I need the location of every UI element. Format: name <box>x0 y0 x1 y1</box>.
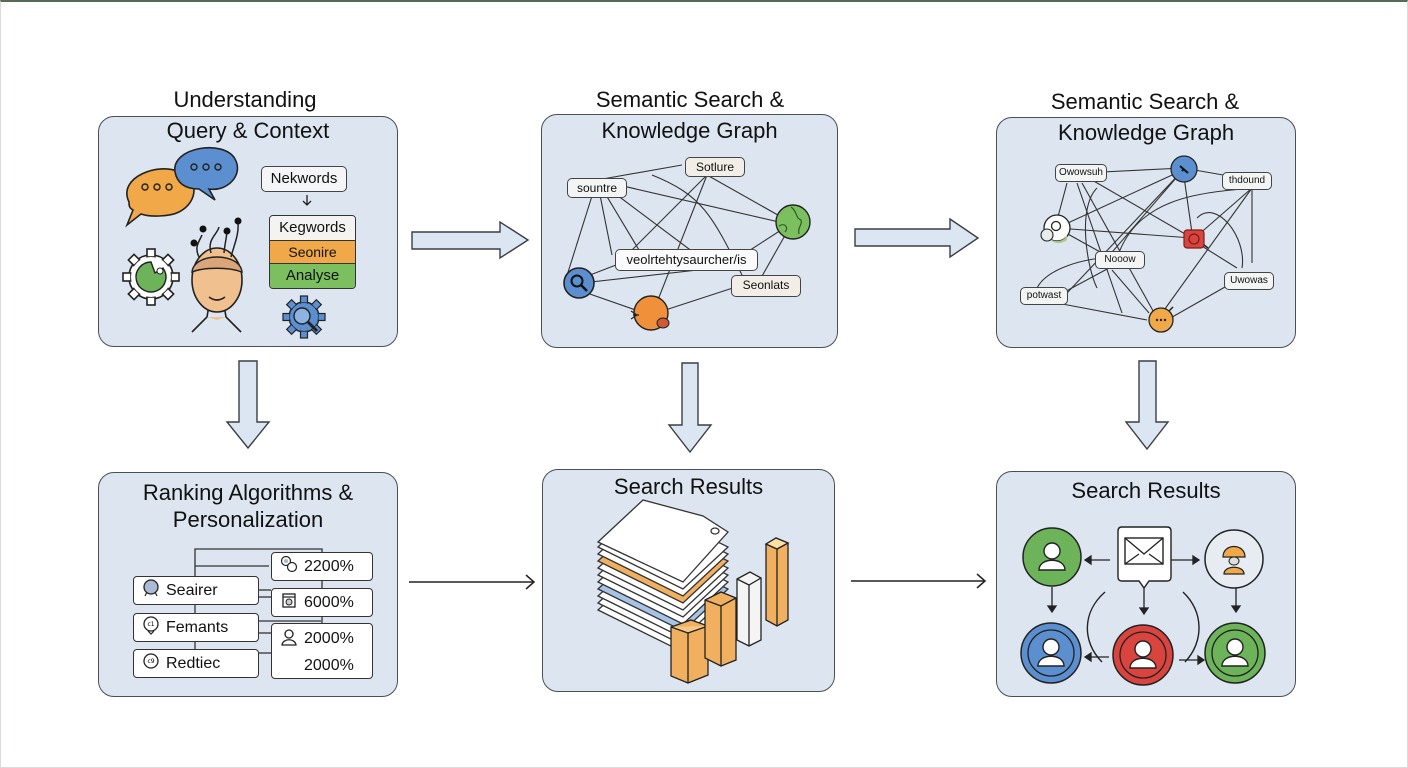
semantic1-graph <box>563 164 811 331</box>
understanding-illustration <box>122 146 326 339</box>
graph-node-label: Nooow <box>1095 251 1145 269</box>
ranking-item: c1 Femants <box>133 613 259 642</box>
speech-bubbles-icon <box>125 146 239 228</box>
user-icon <box>1204 529 1264 589</box>
semantic2-panel: Knowledge Graph <box>996 117 1296 348</box>
user-icon <box>1112 624 1174 686</box>
user-icon <box>1022 527 1082 587</box>
semantic2-title-line2: Knowledge Graph <box>1057 120 1235 145</box>
results2-title: Search Results <box>1071 478 1221 503</box>
graph-node-label: potwast <box>1020 287 1068 305</box>
ranking-score: 2000% 2000% <box>271 623 373 679</box>
chat-badge-icon: c1 <box>142 616 160 639</box>
head-with-sensors-icon <box>190 217 243 333</box>
understanding-title-line2: Query & Context <box>166 118 330 143</box>
graph-node-label: sountre <box>567 178 627 198</box>
ellipsis-node-icon <box>1148 306 1174 333</box>
graph-node-label: thdound <box>1222 172 1272 190</box>
keyword-stack: Kegwords Seonire Analyse <box>269 215 356 289</box>
globe-icon <box>142 579 160 602</box>
gear-search-icon <box>282 295 326 339</box>
semantic2-graph <box>1036 155 1253 333</box>
magnifier-node-icon <box>563 267 595 299</box>
red-node-icon <box>1183 229 1209 249</box>
ranking-item-label: Femants <box>166 618 229 636</box>
stack-item-analyse: Analyse <box>270 264 355 288</box>
svg-text:c9: c9 <box>147 658 154 665</box>
down-arrow-icon <box>302 195 312 206</box>
ranking-item: Seairer <box>133 576 259 605</box>
user-icon <box>280 628 298 651</box>
semantic1-panel: Knowledge Graph <box>541 114 838 348</box>
results1-illustration <box>596 499 790 684</box>
ranking-score: 6000% <box>271 588 373 617</box>
keyword-label: Nekwords <box>261 166 347 192</box>
graph-node-label: veolrtehtysaurcher/is <box>615 249 758 271</box>
ranking-score-value: 2200% <box>304 557 354 575</box>
ranking-title-line1: Ranking Algorithms & <box>142 480 354 505</box>
ranking-score: 2200% <box>271 552 373 581</box>
semantic1-title-line1: Semantic Search & <box>595 87 785 112</box>
graph-node-label: Sotlure <box>685 157 745 177</box>
stack-item-search: Seonire <box>270 241 355 264</box>
chat-badge-icon: c9 <box>142 652 160 675</box>
results2-network <box>1020 526 1266 686</box>
results1-title: Search Results <box>613 474 764 499</box>
ranking-item-label: Seairer <box>166 581 218 599</box>
semantic2-title-line1: Semantic Search & <box>1050 89 1240 114</box>
graph-node-label: Seonlats <box>731 275 801 297</box>
user-icon <box>1204 622 1266 684</box>
ranking-score-value: 6000% <box>304 593 354 611</box>
understanding-title-line1: Understanding <box>173 87 317 112</box>
ranking-score-value: 2000% <box>304 656 354 674</box>
ranking-panel: Ranking Algorithms & Personalization Sea… <box>98 472 398 697</box>
bar-chart-icon <box>670 537 790 684</box>
graph-node-label: Owowsuh <box>1055 164 1107 182</box>
orange-node-icon <box>630 295 670 331</box>
semantic1-title-line2: Knowledge Graph <box>601 118 778 143</box>
circles-icon <box>280 555 298 578</box>
globe-node-icon <box>775 204 811 240</box>
results1-panel: Search Results <box>542 469 835 692</box>
graph-node-label: Uwowas <box>1224 272 1274 290</box>
blue-node-icon <box>1170 155 1198 183</box>
svg-text:c1: c1 <box>147 621 154 628</box>
envelope-icon <box>1117 526 1172 590</box>
understanding-panel: Query & Context <box>98 116 398 347</box>
stack-item-keywords: Kegwords <box>270 216 355 241</box>
ranking-item: c9 Redtiec <box>133 649 259 678</box>
chat-node-icon <box>1040 214 1071 244</box>
box-icon <box>280 591 298 614</box>
results2-panel: Search Results <box>996 471 1296 697</box>
ranking-score-value: 2000% <box>304 630 354 647</box>
gear-icon <box>122 248 180 306</box>
ranking-item-label: Redtiec <box>166 654 221 672</box>
user-icon <box>1020 622 1082 684</box>
ranking-title-line2: Personalization <box>172 507 324 532</box>
